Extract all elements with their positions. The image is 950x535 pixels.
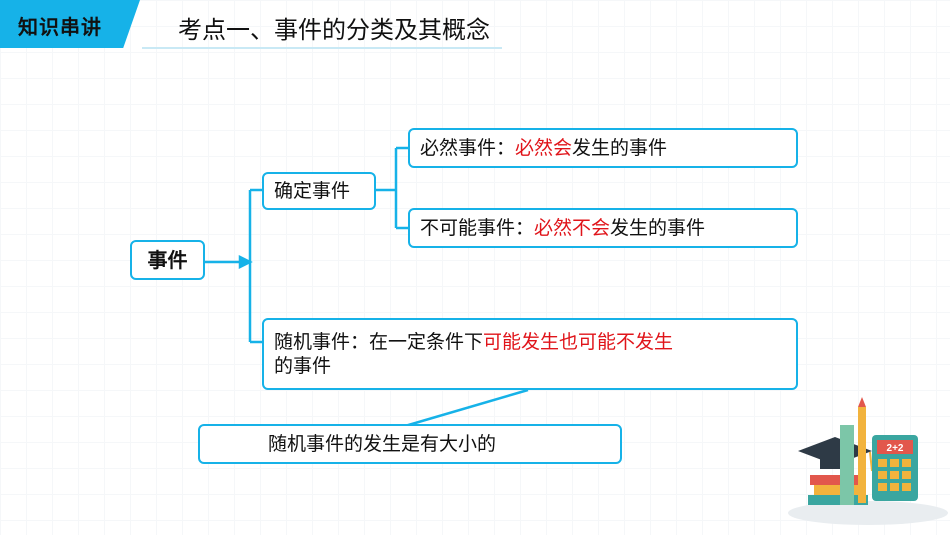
random-event-highlight: 可能发生也可能不发生 xyxy=(483,331,674,353)
title-underline xyxy=(142,47,502,49)
calculator-icon: 2+2 xyxy=(872,435,918,501)
calculator-display: 2+2 xyxy=(887,443,904,454)
sure-event-prefix: 必然事件： xyxy=(420,137,516,159)
sure-event-suffix: 发生的事件 xyxy=(572,137,668,159)
pencil-icon xyxy=(858,397,866,503)
page-title: 考点一、事件的分类及其概念 xyxy=(178,16,490,44)
impossible-event-node: 不可能事件：必然不会发生的事件 xyxy=(408,208,798,248)
section-tag: 知识串讲 xyxy=(0,0,140,48)
sure-event-node: 必然事件：必然会发生的事件 xyxy=(408,128,798,168)
certain-event-label: 确定事件 xyxy=(274,180,351,202)
shadow xyxy=(788,501,948,525)
impossible-event-suffix: 发生的事件 xyxy=(610,217,706,239)
section-tag-label: 知识串讲 xyxy=(18,15,102,39)
sure-event-highlight: 必然会 xyxy=(515,137,573,159)
event-root-label: 事件 xyxy=(147,248,188,272)
random-event-suffix: 的事件 xyxy=(274,355,332,377)
certain-event-node: 确定事件 xyxy=(262,172,376,210)
random-note-node: 随机事件的发生是有大小的 xyxy=(198,424,622,464)
impossible-event-prefix: 不可能事件： xyxy=(420,217,535,239)
random-event-node: 随机事件：在一定条件下可能发生也可能不发生的事件 xyxy=(262,318,798,390)
impossible-event-highlight: 必然不会 xyxy=(534,217,611,239)
education-illustration: 2+2 xyxy=(788,397,948,525)
random-event-prefix: 随机事件：在一定条件下 xyxy=(274,331,484,353)
event-root-node: 事件 xyxy=(130,240,205,280)
ruler-icon xyxy=(840,425,854,505)
random-note-label: 随机事件的发生是有大小的 xyxy=(268,433,497,455)
